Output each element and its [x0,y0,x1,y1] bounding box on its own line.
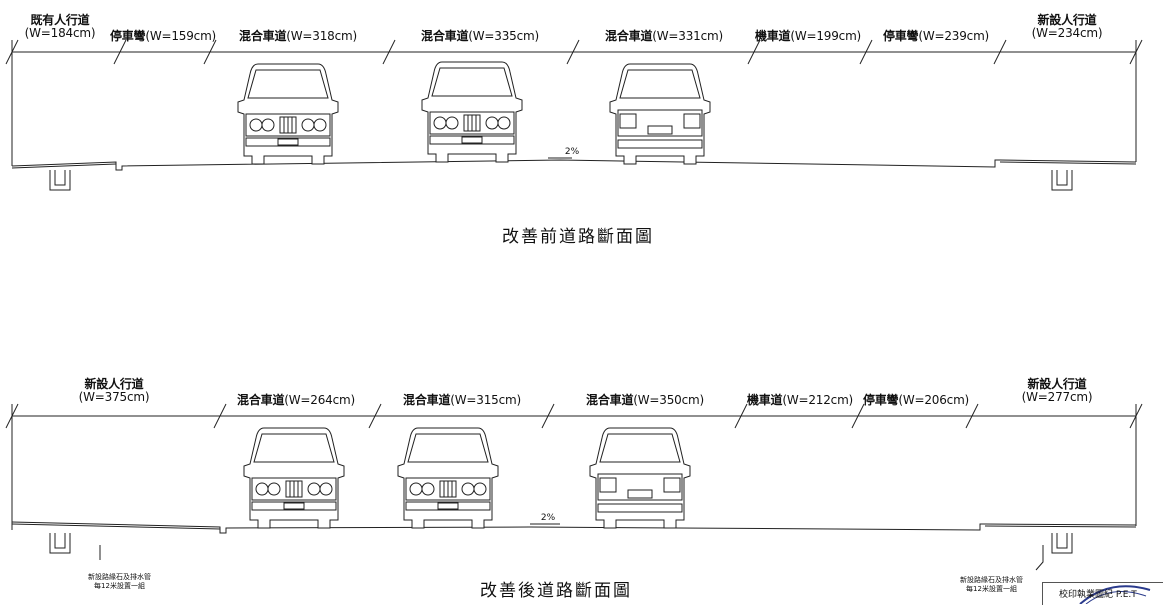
after-note-right: 新設路緣石及排水管 每12米設置一組 [960,576,1023,593]
before-road-surface [11,159,1137,171]
before-caption: 改善前道路斷面圖 [502,227,654,247]
before-drain-left [49,170,71,191]
before-label-7: 停車彎(W=239cm) [882,29,990,43]
before-label-4: 混合車道(W=335cm) [421,29,539,43]
after-car-3 [589,427,691,529]
before-label-8: 新設人行道 (W=234cm) [1031,13,1103,40]
after-label-6: 停車彎(W=206cm) [862,393,970,407]
before-label-5: 混合車道(W=331cm) [605,29,723,43]
after-drain-left [49,533,71,554]
after-car-2 [397,427,499,529]
before-label-3: 混合車道(W=318cm) [239,29,357,43]
after-label-4: 混合車道(W=350cm) [586,393,704,407]
after-note-left: 新設路緣石及排水管 每12米設置一組 [88,573,151,590]
before-car-3 [609,63,711,165]
after-caption: 改善後道路斷面圖 [480,581,632,601]
before-dimension-ticks [5,39,1143,65]
before-drain-right [1051,170,1073,191]
before-label-1: 既有人行道 (W=184cm) [24,13,96,40]
after-label-2: 混合車道(W=264cm) [237,393,355,407]
after-label-1: 新設人行道 (W=375cm) [78,377,150,404]
after-car-1 [243,427,345,529]
title-block: 校印執業圖紀 P.E.T [1042,582,1163,605]
seal-stamp [1079,585,1151,604]
before-car-1 [237,63,339,165]
after-label-5: 機車道(W=212cm) [746,393,854,407]
before-label-6: 機車道(W=199cm) [754,29,862,43]
after-road-surface [11,521,1137,534]
before-car-2 [421,61,523,163]
after-slope-label: 2% [540,513,556,523]
before-label-2: 停車彎(W=159cm) [109,29,217,43]
after-label-7: 新設人行道 (W=277cm) [1021,377,1093,404]
after-drain-right [1051,533,1073,554]
title-block-text: 校印執業圖紀 P.E.T [1059,590,1137,600]
before-slope-label: 2% [564,147,580,157]
after-label-3: 混合車道(W=315cm) [403,393,521,407]
